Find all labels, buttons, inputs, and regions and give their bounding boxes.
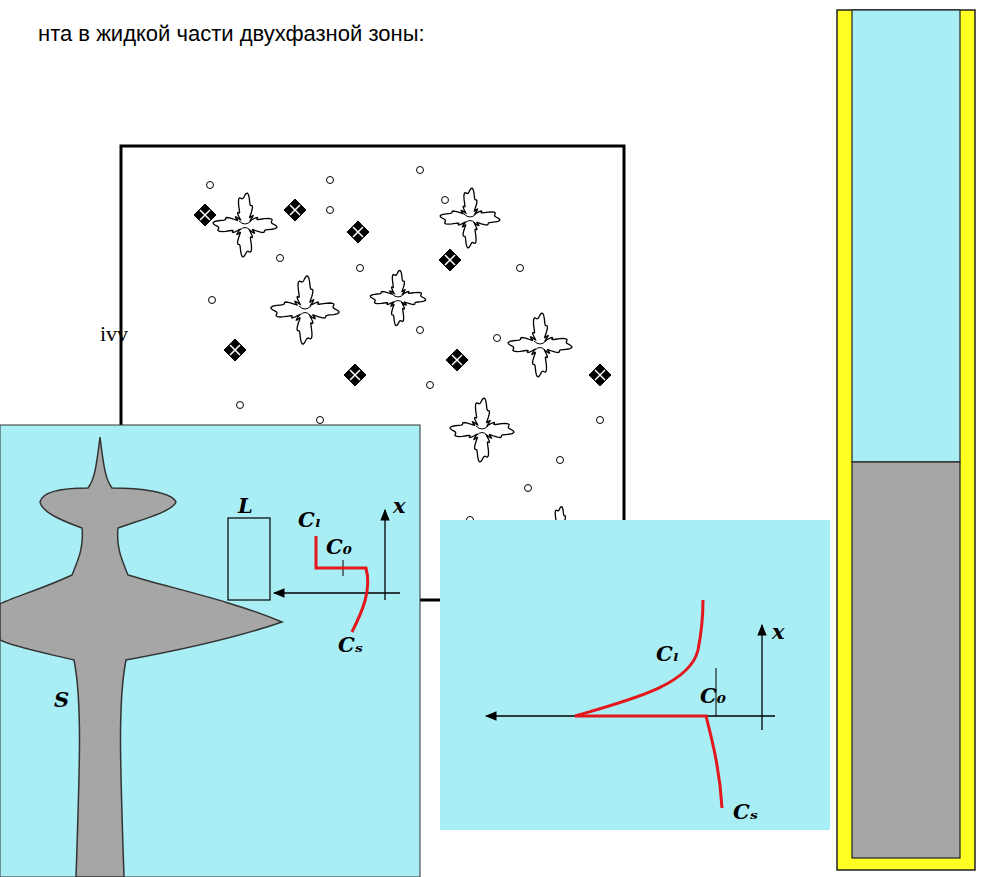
small-crystal-mark: [445, 255, 455, 265]
dendrite: [271, 276, 339, 344]
nucleus: [417, 327, 424, 334]
crucible: [837, 10, 975, 870]
axis-label: C₀: [700, 684, 726, 707]
dendrite: [450, 398, 514, 462]
x-axis: [384, 510, 385, 600]
nucleus: [277, 255, 284, 262]
dendrite: [370, 270, 425, 325]
nucleus: [357, 265, 364, 272]
solid-ingot: [852, 462, 960, 858]
heading-text: нта в жидкой части двухфазной зоны:: [38, 22, 425, 46]
profile-panel: [440, 520, 830, 830]
axis-label: Cₗ: [298, 508, 321, 531]
small-crystal-mark: [200, 210, 210, 220]
axis-label: x: [772, 620, 785, 643]
dendrite-detail: [392, 294, 404, 303]
nucleus: [597, 417, 604, 424]
nucleus: [417, 167, 424, 174]
small-crystal: [344, 364, 366, 386]
nucleus: [317, 417, 324, 424]
region-label: S: [54, 688, 69, 711]
x-axis: [761, 625, 762, 730]
axis-label: C₀: [326, 535, 352, 558]
axis-arrow: [274, 592, 400, 593]
small-crystal-mark: [230, 345, 240, 355]
crystals: [189, 167, 611, 569]
axis-label: Cₛ: [733, 800, 758, 823]
small-crystal: [589, 364, 611, 386]
concentration-curve: [316, 536, 368, 632]
nucleus: [442, 197, 449, 204]
nucleus: [327, 207, 334, 214]
nucleus: [237, 402, 244, 409]
dendrite-detail: [464, 214, 476, 223]
axis-label: x: [393, 494, 406, 517]
dendrite: [213, 193, 277, 257]
dendrite: [440, 188, 499, 247]
nucleus: [327, 177, 334, 184]
nucleus: [427, 382, 434, 389]
dendrite-detail: [476, 426, 488, 435]
nucleus: [494, 335, 501, 342]
region-label: L: [238, 494, 253, 517]
axis-label: Cₛ: [338, 633, 363, 656]
dendrite-panel: [0, 425, 420, 877]
small-crystal-mark: [595, 370, 605, 380]
small-crystal: [284, 199, 306, 221]
nucleus: [517, 265, 524, 272]
dendrite-detail: [239, 221, 251, 230]
liquid-region-box: [228, 518, 270, 600]
axis-label: Cₗ: [656, 642, 679, 665]
dendrite-shape: [0, 437, 282, 877]
small-crystal-mark: [452, 355, 462, 365]
solid-curve: [575, 716, 722, 808]
small-crystal: [347, 221, 369, 243]
dendrite: [508, 313, 572, 377]
nucleus: [207, 182, 214, 189]
small-crystal-mark: [290, 205, 300, 215]
liquid-curve: [575, 600, 703, 716]
formula-fragment: ivv: [100, 322, 128, 346]
melt: [852, 10, 960, 462]
small-crystal: [446, 349, 468, 371]
small-crystal: [439, 249, 461, 271]
small-crystal: [194, 204, 216, 226]
small-crystal-mark: [353, 227, 363, 237]
nucleus: [557, 457, 564, 464]
nucleus: [525, 485, 532, 492]
small-crystal-mark: [350, 370, 360, 380]
nucleus: [209, 297, 216, 304]
small-crystal: [224, 339, 246, 361]
dendrite-detail: [534, 341, 546, 350]
dendrite-detail: [299, 306, 311, 315]
